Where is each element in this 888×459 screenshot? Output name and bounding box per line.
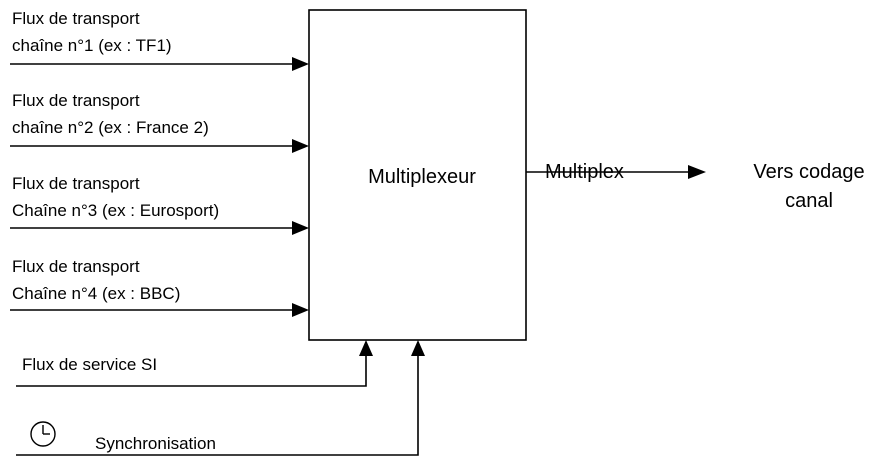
input-flow-1: Flux de transport chaîne n°1 (ex : TF1) bbox=[10, 9, 309, 71]
sync-line bbox=[16, 356, 419, 456]
input-1-line2: chaîne n°1 (ex : TF1) bbox=[12, 36, 172, 55]
output-flow: Multiplex bbox=[526, 161, 706, 183]
output-arrowhead bbox=[688, 165, 706, 179]
multiplexer-block: Multiplexeur bbox=[308, 9, 527, 341]
service-line bbox=[16, 356, 367, 387]
input-1-line1: Flux de transport bbox=[12, 9, 140, 28]
service-flow: Flux de service SI bbox=[16, 340, 373, 387]
input-2-line2: chaîne n°2 (ex : France 2) bbox=[12, 118, 209, 137]
input-flow-3: Flux de transport Chaîne n°3 (ex : Euros… bbox=[10, 174, 309, 235]
multiplexer-label: Multiplexeur bbox=[368, 166, 476, 188]
input-4-arrowhead bbox=[292, 303, 309, 317]
destination-label: Vers codage canal bbox=[753, 161, 864, 212]
input-4-line1: Flux de transport bbox=[12, 257, 140, 276]
service-label: Flux de service SI bbox=[22, 355, 157, 374]
input-3-line1: Flux de transport bbox=[12, 174, 140, 193]
input-flow-4: Flux de transport Chaîne n°4 (ex : BBC) bbox=[10, 257, 309, 317]
input-3-arrowhead bbox=[292, 221, 309, 235]
input-2-line1: Flux de transport bbox=[12, 91, 140, 110]
sync-flow: Synchronisation bbox=[16, 340, 425, 456]
service-arrowhead bbox=[359, 340, 373, 356]
sync-arrowhead bbox=[411, 340, 425, 356]
destination-line2: canal bbox=[785, 190, 833, 212]
input-1-arrowhead bbox=[292, 57, 309, 71]
sync-label: Synchronisation bbox=[95, 434, 216, 453]
input-3-line2: Chaîne n°3 (ex : Eurosport) bbox=[12, 201, 219, 220]
destination-line1: Vers codage bbox=[753, 161, 864, 183]
input-flow-2: Flux de transport chaîne n°2 (ex : Franc… bbox=[10, 91, 309, 153]
clock-icon bbox=[30, 421, 56, 447]
multiplexer-box bbox=[308, 9, 527, 341]
input-2-arrowhead bbox=[292, 139, 309, 153]
input-4-line2: Chaîne n°4 (ex : BBC) bbox=[12, 284, 180, 303]
